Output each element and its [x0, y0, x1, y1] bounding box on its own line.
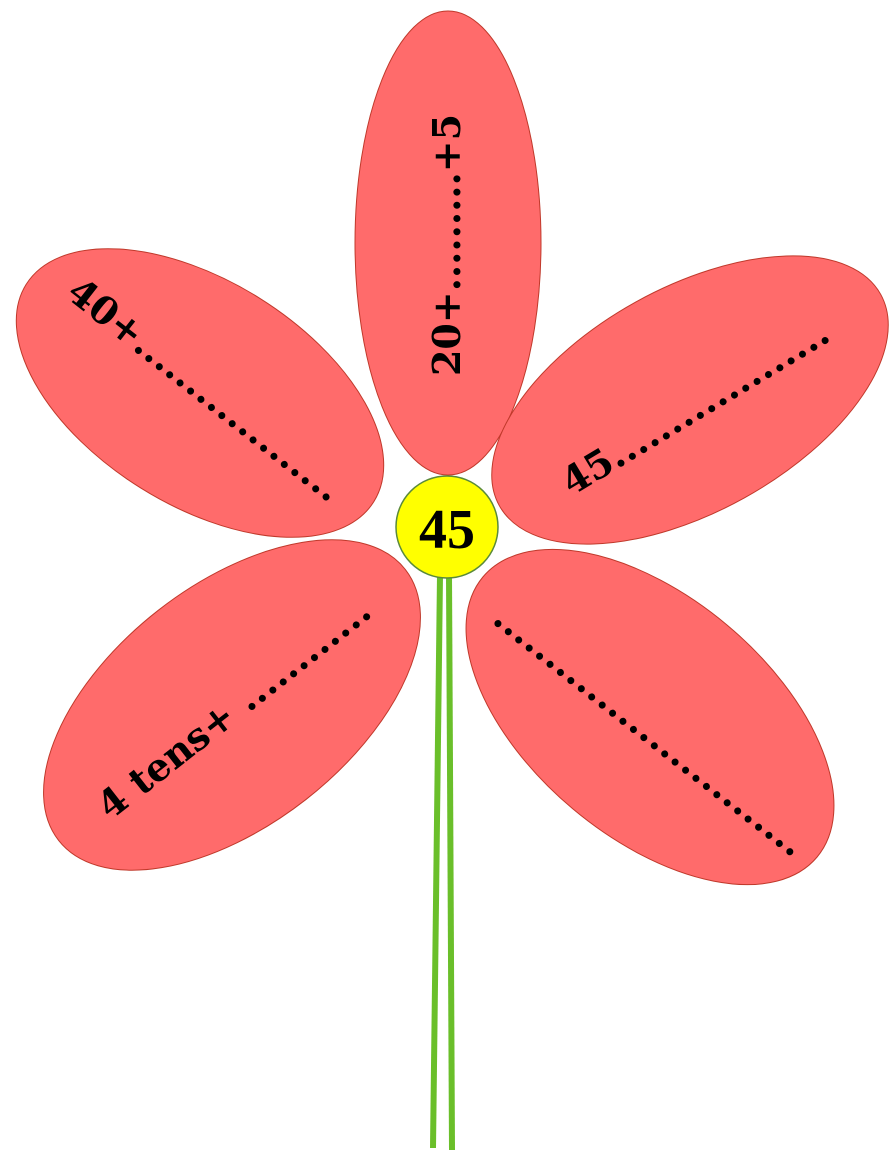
petal-top-text: 20+.........+5	[424, 114, 469, 376]
flower-center: 45	[396, 476, 498, 578]
stem-right	[449, 575, 452, 1150]
petal-top: 20+.........+5	[355, 11, 541, 475]
center-number: 45	[419, 499, 475, 561]
stem-left	[433, 575, 440, 1148]
